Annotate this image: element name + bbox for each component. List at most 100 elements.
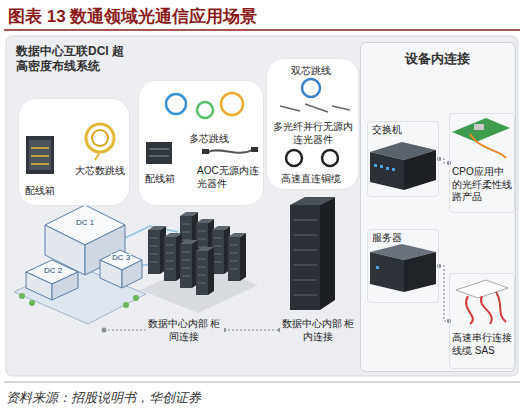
data-center-buildings (123, 302, 129, 308)
sas-cable (456, 280, 508, 298)
cable-coil-icon (95, 152, 100, 160)
tall-rack (290, 197, 335, 310)
device-box: CPO应用中的光纤柔性线路产品 (449, 113, 515, 213)
tall-rack (293, 250, 317, 251)
tall-rack (293, 280, 317, 281)
connector-dot (437, 157, 441, 161)
connection-label-box: 数据中心内部 柜内连接 (280, 314, 358, 346)
tall-rack (320, 197, 335, 310)
cpo-flex-board (470, 134, 506, 158)
server-device (404, 252, 436, 292)
sas-cable (466, 296, 473, 324)
copper-cable-icon (286, 150, 302, 166)
aoc-cable-icon (251, 147, 258, 152)
node-label: 交换机 (372, 124, 402, 137)
cable-coil-icon (92, 130, 108, 146)
data-center-buildings (122, 260, 142, 288)
multi-core-jumper-icon (197, 102, 213, 118)
node-label: 服务器 (372, 232, 402, 245)
cable-coil-icon (86, 124, 114, 160)
dual-core-jumper-icon (332, 106, 350, 110)
data-center-buildings (19, 293, 25, 299)
dual-core-jumper-icon (302, 79, 320, 97)
sas-cable (481, 296, 492, 324)
node-label: 大芯数跳线 (75, 165, 125, 178)
dotted-leader (104, 329, 146, 330)
dual-core-jumper-icon (305, 104, 328, 112)
rack-room (148, 226, 166, 274)
node-label: 多芯跳线 (189, 133, 229, 146)
figure-title: 图表 13 数通领域光通信应用场景 (8, 5, 257, 28)
multi-core-jumper-icon (221, 93, 243, 115)
tall-rack (293, 235, 317, 236)
section-heading: 数据中心互联DCI 超高密度布线系统 (16, 44, 124, 74)
device-box: 服务器 (367, 229, 439, 303)
building-tag: DC 1 (75, 219, 95, 228)
node-label: 高速直连铜缆 (281, 173, 341, 186)
data-center-buildings (29, 300, 35, 306)
node-label: 数据中心内部 柜间连接 (147, 318, 221, 343)
node-label: CPO应用中的光纤柔性线路产品 (452, 166, 512, 204)
icon-bubble: 双芯跳线多光纤并行无源内连光器件高速直连铜缆 (266, 58, 360, 190)
multi-core-jumper-icon (166, 94, 186, 114)
data-center-buildings (100, 260, 122, 288)
node-label: 数据中心内部 柜内连接 (281, 318, 355, 343)
switch-device (386, 167, 389, 170)
switch-device (370, 152, 404, 190)
switch-device (380, 165, 383, 168)
cpo-flex-board (452, 118, 510, 158)
switch-device (370, 142, 436, 190)
panel-heading: 设备内连接 (361, 51, 513, 67)
source-caption: 资料来源：招股说明书，华创证券 (6, 389, 201, 407)
patch-box-icon (149, 156, 169, 157)
server-device (370, 252, 404, 292)
copper-cable-icon (322, 150, 338, 166)
device-panel: 交换机 CPO应用中的光纤柔性线路产品服务器高速串行连接线缆 SAS 设备内连接 (360, 42, 516, 372)
data-center-buildings (26, 272, 52, 300)
sas-cable (496, 292, 506, 322)
patch-box-icon (26, 136, 54, 174)
panel-ground (6, 36, 518, 376)
cpo-flex-board (474, 124, 484, 130)
data-center-buildings (52, 272, 78, 300)
icon-bubble: 配线箱 大芯数跳线 (18, 98, 130, 206)
node-label: 配线箱 (25, 185, 55, 198)
patch-box-icon (149, 149, 169, 150)
patch-box-icon (31, 147, 49, 149)
device-panel-ground (360, 42, 514, 372)
patch-box-icon (26, 136, 54, 174)
bubble-grounds (18, 98, 130, 206)
dual-core-jumper-icon (280, 79, 350, 112)
connector-dot (437, 264, 441, 268)
building-tag: DC 2 (43, 267, 63, 276)
patch-box-icon (31, 163, 49, 165)
server-device (376, 266, 379, 269)
aoc-cable-icon (208, 150, 252, 153)
patch-box-icon (29, 140, 51, 170)
bubble-grounds (18, 58, 358, 206)
building-tag: DC 3 (111, 254, 131, 263)
bubble-grounds (266, 58, 358, 190)
tall-rack (290, 205, 320, 310)
tall-rack (293, 265, 317, 266)
patch-box-icon (31, 155, 49, 157)
dotted-leader (102, 328, 107, 333)
node-label: 高速串行连接线缆 SAS (452, 332, 512, 357)
rack-room (180, 240, 198, 288)
node-label: 配线箱 (145, 173, 175, 186)
switch-device (392, 168, 395, 171)
rack-room (140, 212, 258, 313)
dual-core-jumper-icon (280, 106, 300, 111)
node-label: AOC无源内连光器件 (197, 165, 261, 190)
dotted-leader (102, 328, 147, 333)
device-box: 高速串行连接线缆 SAS (449, 273, 515, 369)
device-box: 交换机 (367, 121, 439, 197)
copper-cable-icon (286, 150, 338, 166)
node-label: 双芯跳线 (291, 65, 331, 78)
tall-rack (293, 220, 317, 221)
tall-rack (293, 295, 317, 296)
connector-group (222, 328, 282, 332)
connection-label-box: 数据中心内部 柜间连接 (146, 314, 224, 346)
title-rule (4, 29, 520, 31)
data-center-buildings (14, 205, 200, 324)
